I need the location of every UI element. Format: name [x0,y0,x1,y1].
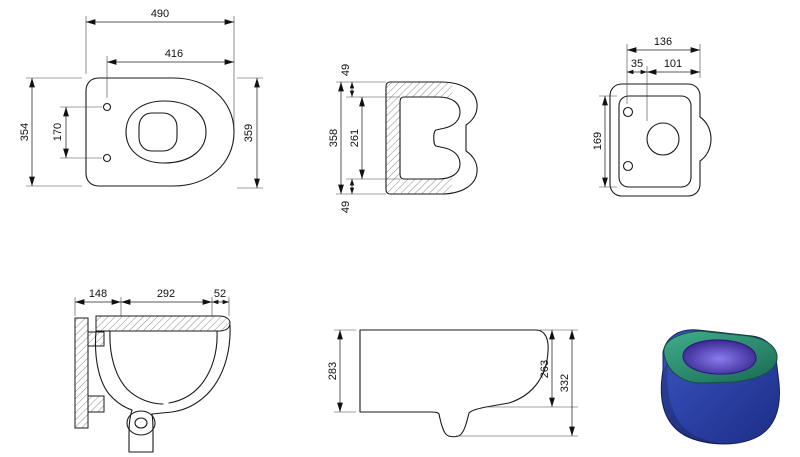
side-section-front-inner [168,330,218,404]
dim-label-elevation-total-height: 332 [559,374,571,392]
dim-label-front-height: 263 [539,360,551,378]
plan-fixing-hole-top [102,102,112,112]
front-section-extension-lines [336,81,400,195]
side-elevation-dimensions: 283 263 332 [327,329,578,437]
dim-label-offset-large: 101 [664,58,682,70]
side-section-trap-outer [126,410,156,436]
plan-view: 490 416 354 170 359 [19,8,263,189]
side-section-rim-band [95,315,231,332]
side-section-back-outer [95,330,133,411]
rear-extension-lines [599,44,701,188]
dim-label-wall-zone: 148 [89,288,107,300]
side-section-view: 148 292 52 [74,288,231,453]
side-section-bracket-bottom [87,395,105,413]
front-section-hatching [386,82,452,194]
side-section-dimensions: 148 292 52 [74,288,230,316]
rear-outlet-hole [646,122,680,156]
dim-label-offset-small: 35 [631,58,643,70]
side-elevation-outline [359,329,549,438]
render-3d [660,329,780,445]
dim-label-rear-height: 283 [327,362,339,380]
plan-dimensions: 490 416 354 170 359 [19,8,263,189]
front-section-cavity [399,96,461,180]
dim-label-body-width: 359 [243,124,255,142]
side-section-extension-lines [74,297,230,316]
plan-extension-lines [26,16,263,189]
rear-view: 136 35 101 169 [592,36,712,197]
side-elevation-extension-lines [334,329,578,437]
front-section-dimensions: 358 261 49 49 [328,64,400,213]
plan-outline [85,77,235,187]
dim-label-rim-top: 49 [340,64,352,76]
rear-dimensions: 136 35 101 169 [592,36,701,188]
dim-label-bowl-length: 416 [165,48,183,60]
dim-label-rim-bottom: 49 [340,201,352,213]
dim-label-front-zone: 52 [214,288,226,300]
side-section-trap-inner [134,417,148,429]
side-section-wall-plate [74,317,89,429]
dim-label-total-height: 358 [328,129,340,147]
side-section-outlet-pipe [128,409,154,453]
dim-label-rear-height: 169 [592,132,604,150]
plan-seat-opening [125,100,207,164]
side-elevation-view: 283 263 332 [327,329,578,438]
side-section-bowl-inner [109,330,164,405]
dim-label-inner-height: 261 [349,129,361,147]
rear-fixing-hole-top [622,106,634,118]
front-section-view: 358 261 49 49 [328,64,478,213]
side-section-front-outer [151,324,231,415]
dim-label-body-zone: 292 [157,288,175,300]
plan-fixing-hole-bottom [102,153,112,163]
render-bowl-opening [682,339,757,375]
dim-label-overall-width: 354 [19,123,31,141]
dim-label-rear-width: 136 [654,36,672,48]
plan-water-area [138,112,178,152]
rear-fixing-hole-bottom [622,160,634,172]
dim-label-overall-length: 490 [151,8,169,20]
rear-outline [609,83,712,197]
rear-inner-contour [618,95,692,188]
dim-label-hole-spacing: 170 [52,123,64,141]
